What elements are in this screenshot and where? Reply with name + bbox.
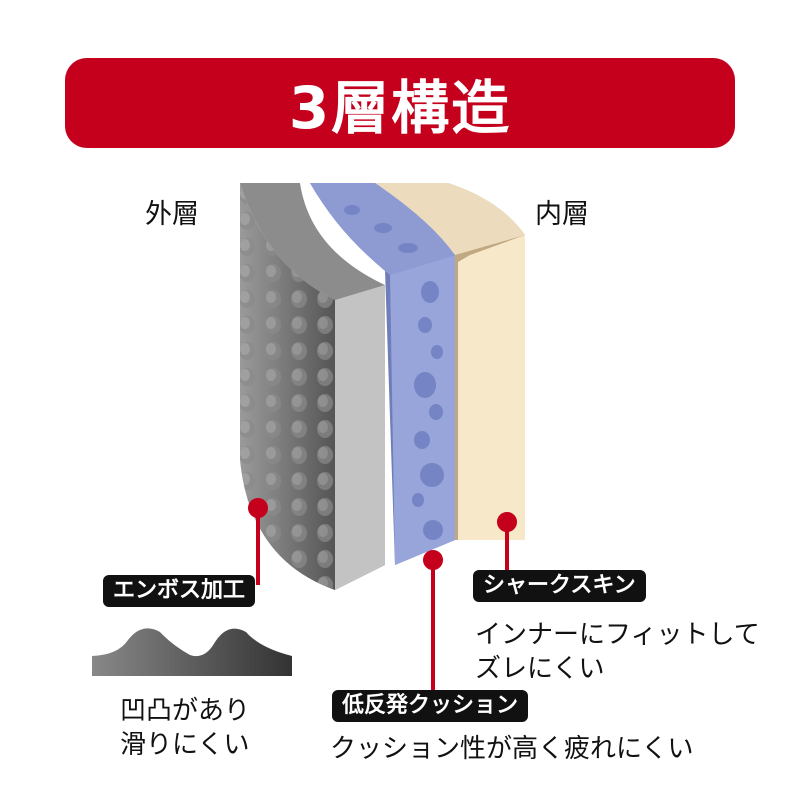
emboss-desc-line2: 滑りにくい — [120, 730, 250, 760]
cushion-tag: 低反発クッション — [332, 690, 529, 722]
emboss-desc-line1: 凹凸があり — [120, 696, 251, 726]
middle-pointer-dot — [423, 550, 443, 570]
sharkskin-desc-line2: ズレにくい — [475, 654, 605, 684]
emboss-tag: エンボス加工 — [103, 575, 256, 607]
cushion-desc: クッション性が高く疲れにくい — [330, 734, 694, 764]
inner-layer-label: 内層 — [535, 199, 589, 230]
sharkskin-tag: シャークスキン — [473, 570, 646, 602]
middle-layer — [310, 183, 455, 565]
page-title: 3層構造 — [288, 74, 512, 142]
inner-layer — [375, 183, 525, 540]
outer-pointer-dot — [248, 498, 268, 518]
outer-layer — [240, 183, 385, 590]
emboss-wave-illustration — [92, 628, 292, 676]
inner-pointer-dot — [497, 512, 517, 532]
title-banner: 3層構造 — [65, 58, 735, 148]
outer-layer-label: 外層 — [145, 199, 199, 230]
sharkskin-desc-line1: インナーにフィットして — [475, 620, 760, 650]
